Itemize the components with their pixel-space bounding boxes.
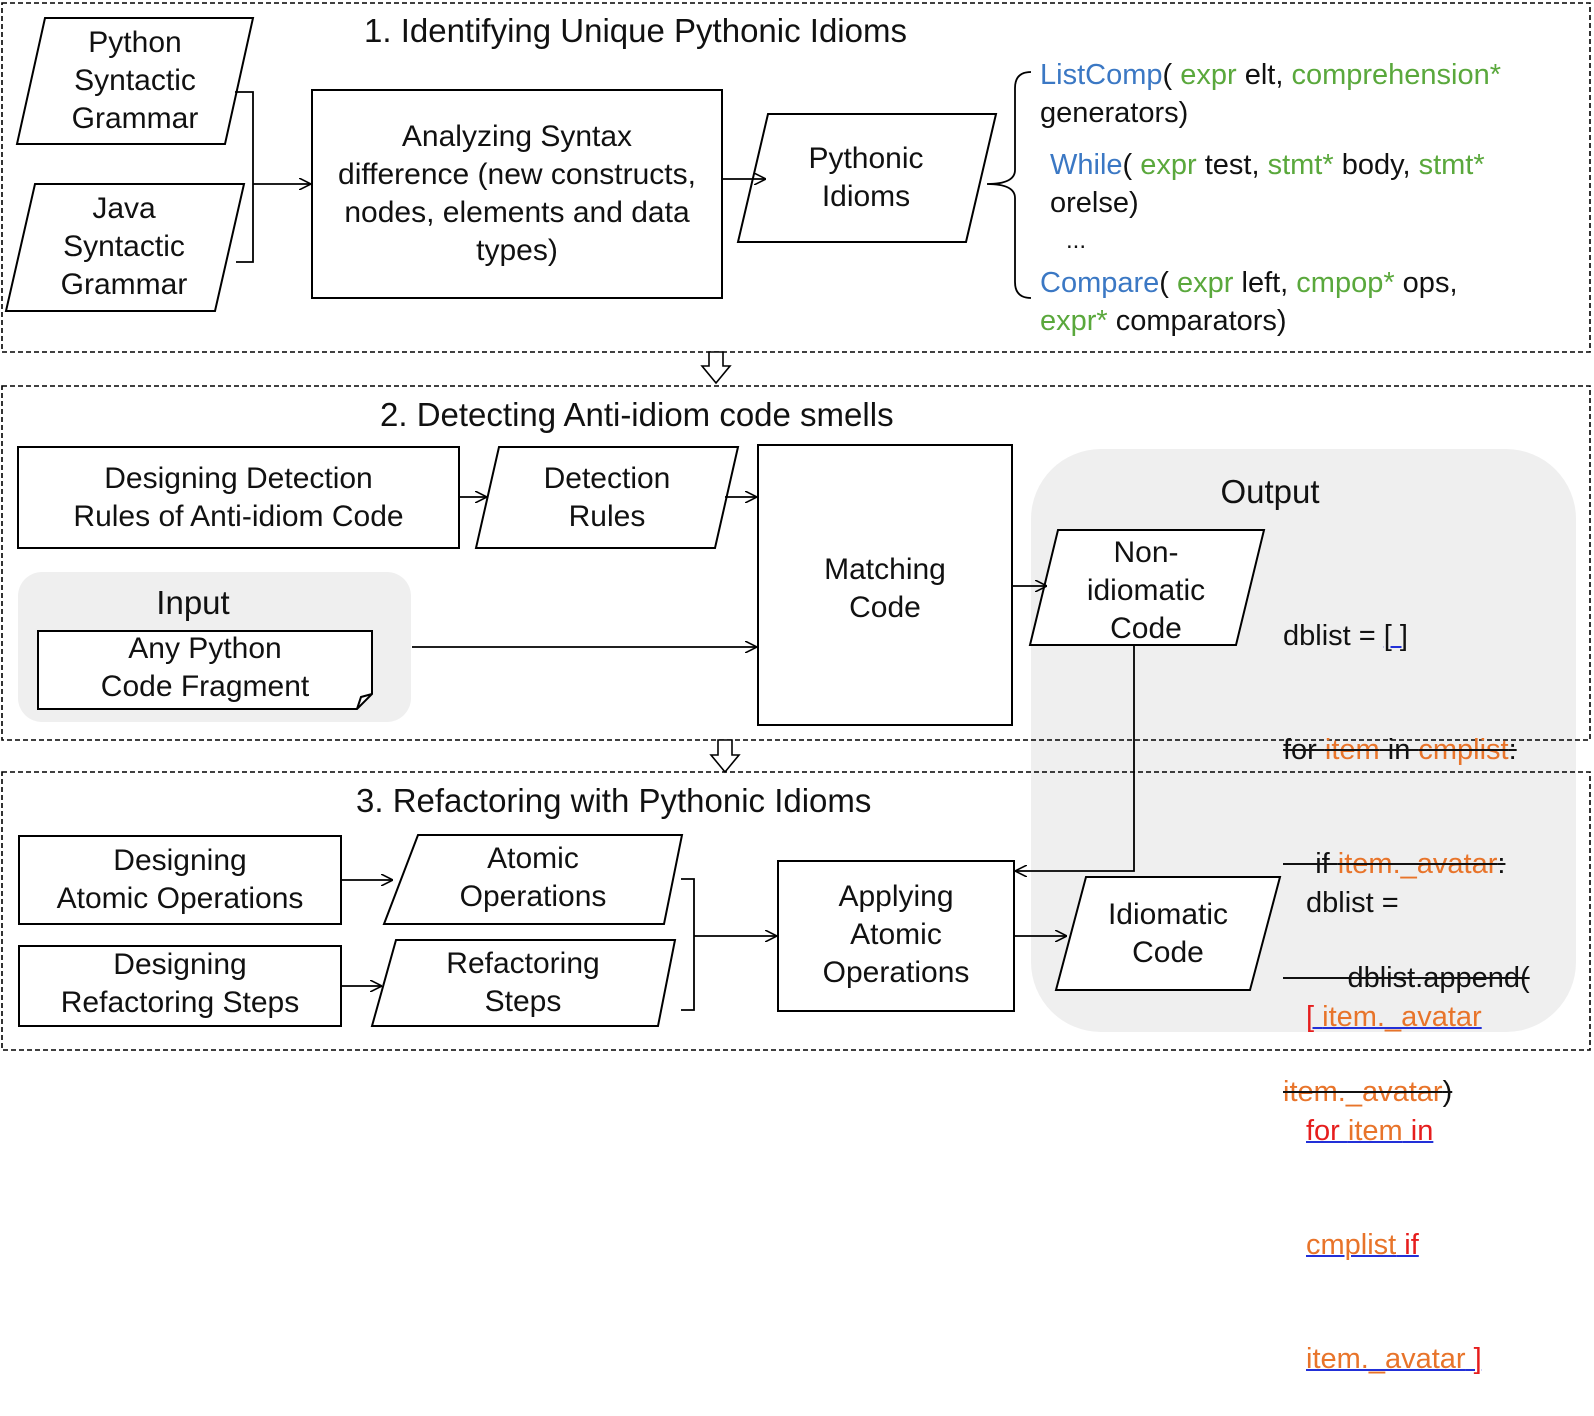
idiomatic-code: dblist = [ item._avatar for item in cmpl… [1306,887,1482,1375]
refactoring-steps-label: Refactoring Steps [446,947,600,1018]
applying-label: Applying Atomic Operations [822,880,970,989]
designing-detection-box [17,446,460,549]
section-arrow-1 [700,351,732,385]
applying-box [777,860,1015,1012]
section1-title: 1. Identifying Unique Pythonic Idioms [364,12,907,49]
designing-atomic-label: Designing Atomic Operations [56,844,304,915]
section-arrow-2 [709,739,741,774]
analyzing-label: Analyzing Syntax difference (new constru… [338,120,696,267]
matching-box [757,444,1013,726]
atomic-ops-label: Atomic Operations [459,842,607,913]
section1-frame [1,2,1591,353]
ops-steps-bracket [681,878,695,1011]
analyzing-box [311,89,723,299]
section3-title: 3. Refactoring with Pythonic Idioms [356,782,872,819]
designing-atomic-box [18,835,342,925]
section2-frame [1,385,1591,741]
diagram-lines [1,2,1591,1051]
any-python-doc [37,630,373,710]
java-grammar-shape [4,183,246,312]
section3-frame [1,771,1591,1051]
python-grammar-label: Python Syntactic Grammar [71,26,199,135]
pythonic-idioms-label: Pythonic Idioms [808,142,924,213]
java-grammar-label: Java Syntactic Grammar [60,192,188,301]
idiom-while: While( expr test, stmt* body, stmt* orel… [1050,149,1485,219]
arrow-nonidiomatic-to-applying [1016,645,1135,871]
idiom-listcomp: ListComp( expr elt, comprehension* gener… [1040,59,1502,129]
non-idiomatic-shape [1028,529,1266,646]
idiomatic-shape [1054,876,1282,991]
designing-steps-label: Designing Refactoring Steps [60,948,300,1019]
idiom-ellipsis: ... [1066,227,1087,254]
idiomatic-label: Idiomatic Code [1107,898,1229,969]
idiom-compare: Compare( expr left, cmpop* ops, expr* co… [1040,267,1458,337]
input-label: Input [156,584,230,621]
refactoring-steps-shape [370,939,677,1027]
detection-rules-shape [474,446,740,549]
non-idiomatic-label: Non- idiomatic Code [1086,536,1206,645]
detection-rules-label: Detection Rules [543,462,671,533]
section2-title: 2. Detecting Anti-idiom code smells [380,396,894,433]
matching-label: Matching Code [824,553,946,624]
pythonic-idioms-shape [736,113,998,243]
python-grammar-shape [15,17,255,145]
idioms-curly-brace [986,71,1032,299]
designing-detection-label: Designing Detection Rules of Anti-idiom … [73,462,404,533]
output-label: Output [1220,473,1320,510]
grammar-bracket [235,91,254,263]
any-python-label: Any Python Code Fragment [100,632,310,703]
atomic-ops-shape [382,834,684,925]
